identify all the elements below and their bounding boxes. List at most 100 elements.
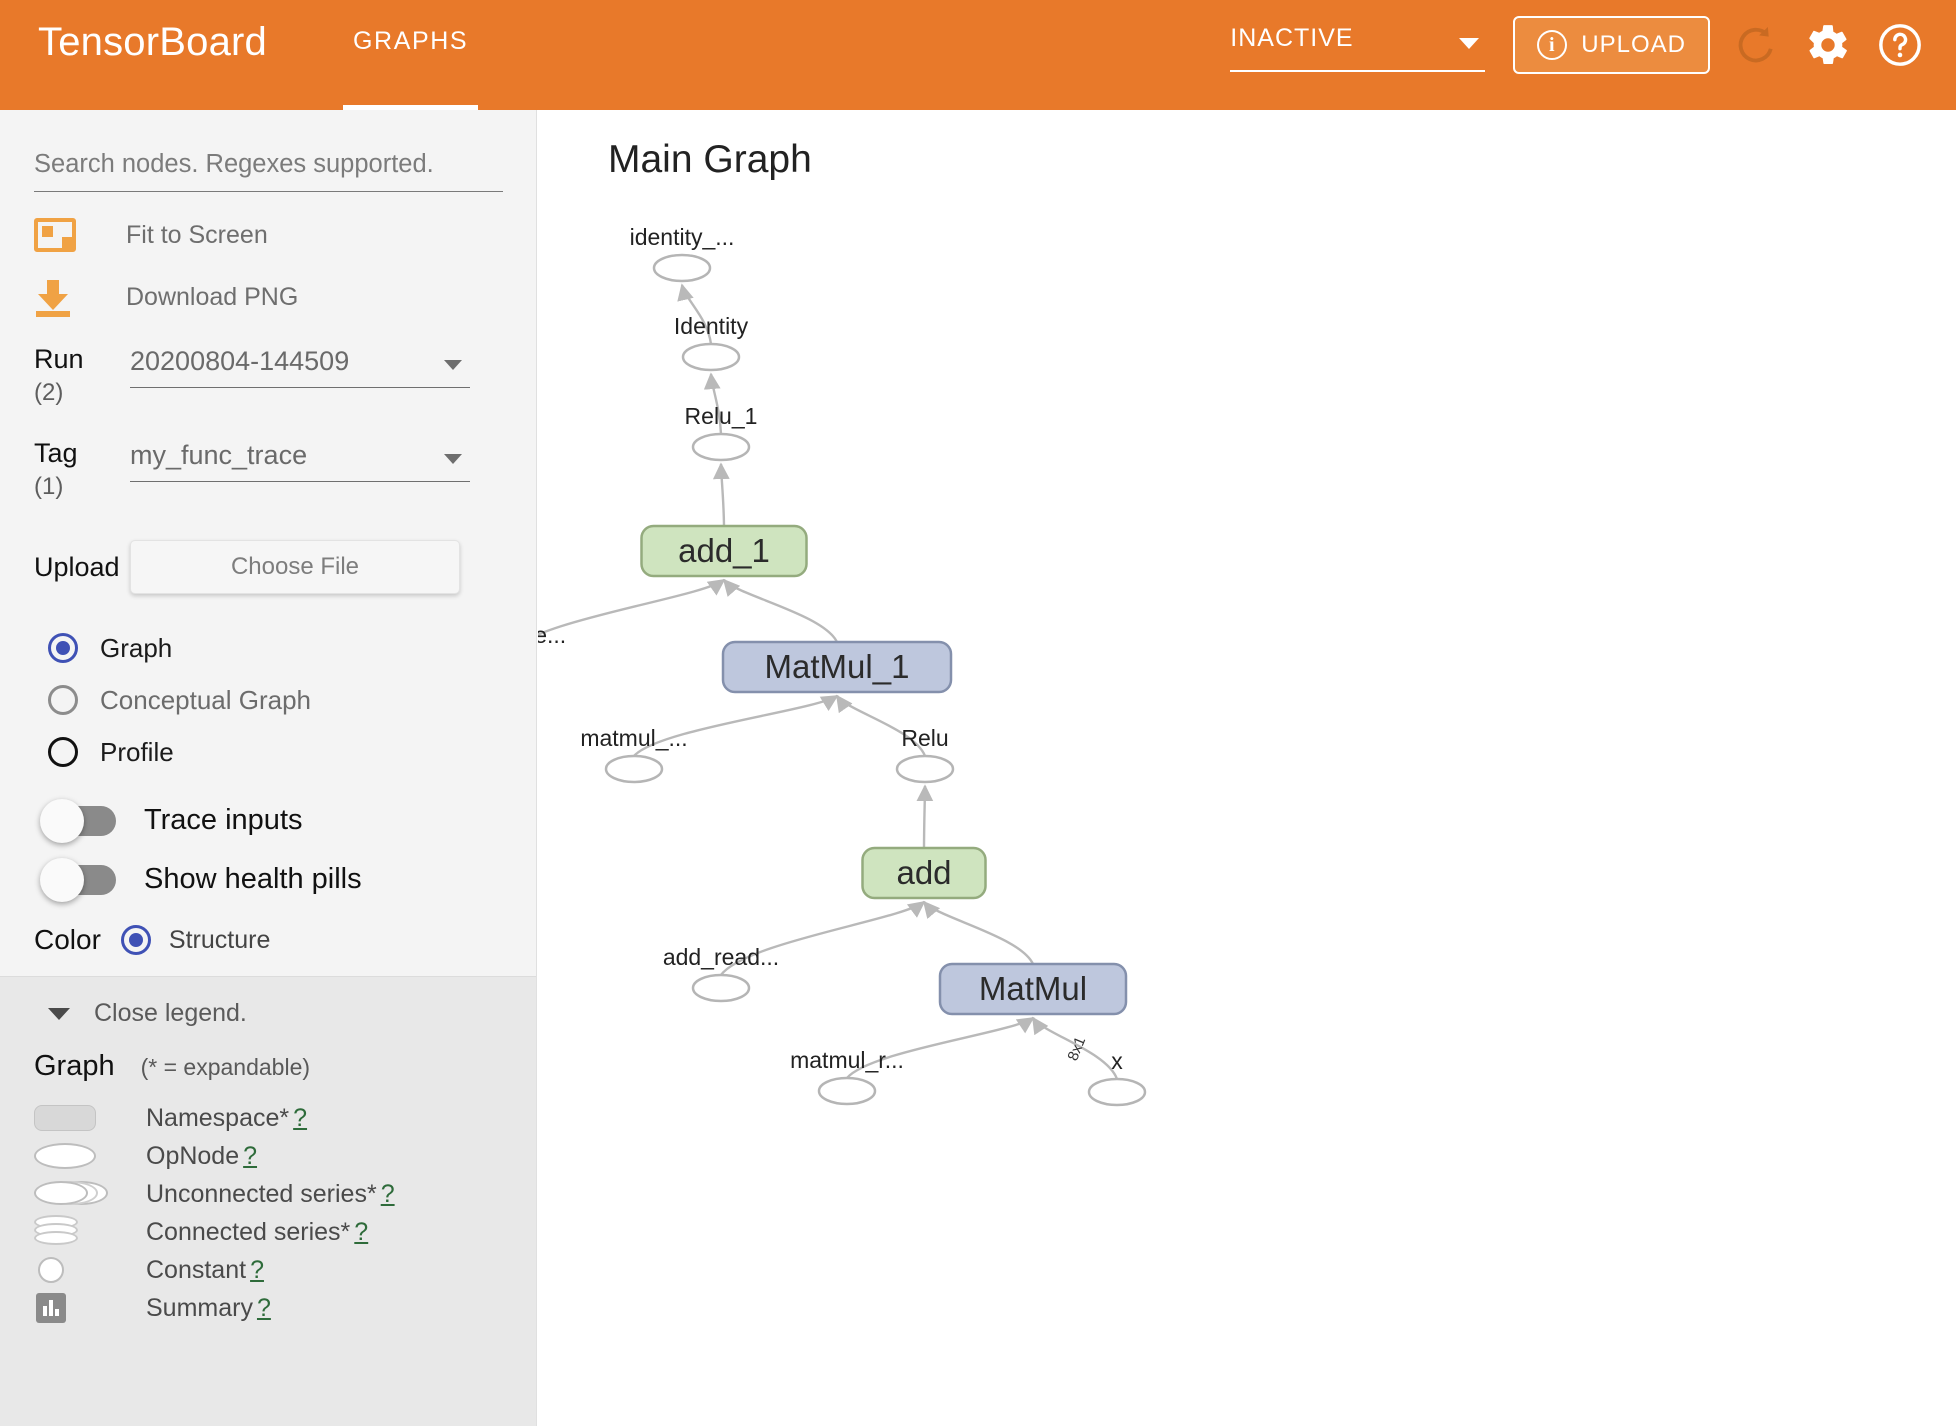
graph-edge <box>916 784 934 849</box>
graph-node[interactable]: add_1 <box>640 524 808 578</box>
node-label: Identity <box>674 313 749 339</box>
close-legend-label: Close legend. <box>94 999 247 1027</box>
legend-item-namespace: Namespace*? <box>34 1099 502 1137</box>
node-shape <box>817 1076 877 1106</box>
legend-label-opnode: OpNode <box>146 1141 240 1170</box>
legend-label-connected-series: Connected series* <box>146 1217 351 1246</box>
tag-count: (1) <box>34 473 64 500</box>
tab-active-indicator <box>343 105 479 110</box>
gear-icon[interactable] <box>1802 19 1854 71</box>
node-shape <box>681 342 741 372</box>
chevron-down-icon <box>1459 38 1480 49</box>
help-icon[interactable] <box>1874 19 1926 71</box>
node-label: matmul_r... <box>790 1047 904 1073</box>
constant-icon <box>34 1257 146 1283</box>
legend-header: Graph (* = expandable) <box>34 1050 502 1083</box>
node-shape <box>721 640 953 694</box>
info-icon: i <box>1537 30 1568 60</box>
graph-node[interactable]: add_read... <box>663 944 779 1003</box>
help-link-connected-series[interactable]: ? <box>354 1217 369 1246</box>
tag-label-group: Tag (1) <box>34 436 130 504</box>
chevron-down-icon <box>444 454 462 464</box>
chevron-down-icon <box>444 360 462 370</box>
upload-button-label: UPLOAD <box>1581 31 1686 58</box>
graph-node[interactable]: matmul_r... <box>790 1047 904 1106</box>
run-label: Run <box>34 344 84 374</box>
graph-edge <box>677 283 713 345</box>
graph-node[interactable]: Identity <box>674 313 749 372</box>
run-dropdown[interactable]: 20200804-144509 <box>130 346 470 388</box>
upload-button[interactable]: i UPLOAD <box>1513 16 1710 74</box>
help-link-unconnected-series[interactable]: ? <box>380 1179 395 1208</box>
node-label: Relu <box>901 725 948 751</box>
node-label: add_1_re... <box>538 622 566 648</box>
node-shape <box>640 524 808 578</box>
gear-glyph <box>1809 25 1847 64</box>
node-label: MatMul_1 <box>765 648 910 685</box>
radio-conceptual-graph-icon <box>48 685 78 715</box>
graph-node[interactable]: MatMul_1 <box>721 640 953 694</box>
choose-file-button[interactable]: Choose File <box>130 540 460 594</box>
search-input[interactable] <box>34 146 503 192</box>
tag-dropdown[interactable]: my_func_trace <box>130 440 470 482</box>
radio-option-graph[interactable]: Graph <box>34 622 502 674</box>
help-link-opnode[interactable]: ? <box>243 1141 258 1170</box>
graph-node[interactable]: identity_... <box>630 224 735 283</box>
status-dropdown[interactable]: INACTIVE <box>1230 24 1486 72</box>
header-right-controls: INACTIVE i UPLOAD <box>1230 0 1926 90</box>
graph-node[interactable]: add <box>861 846 987 900</box>
node-label: add_1 <box>678 532 770 569</box>
close-legend-button[interactable]: Close legend. <box>34 999 502 1028</box>
node-label: MatMul <box>979 970 1087 1007</box>
legend-item-connected-series: Connected series*? <box>34 1213 502 1251</box>
node-shape <box>895 754 955 784</box>
download-png-label: Download PNG <box>126 282 299 311</box>
graph-node[interactable]: matmul_... <box>580 725 688 784</box>
node-label: add_read... <box>663 944 779 970</box>
trace-inputs-label: Trace inputs <box>144 804 303 836</box>
graph-edge <box>846 1016 1035 1079</box>
trace-inputs-toggle[interactable]: Trace inputs <box>34 798 502 843</box>
tab-graphs[interactable]: GRAPHS <box>353 27 469 55</box>
graph-edge <box>703 372 723 435</box>
run-field: Run (2) 20200804-144509 <box>34 342 502 410</box>
graph-node[interactable]: MatMul <box>938 962 1128 1016</box>
graph-node[interactable]: Relu <box>895 725 955 784</box>
legend-item-constant: Constant? <box>34 1251 502 1289</box>
node-label: identity_... <box>630 224 735 250</box>
graph-node[interactable]: x <box>1087 1048 1147 1107</box>
graph-edge <box>922 900 1035 965</box>
page-title: Main Graph <box>608 138 812 181</box>
show-health-pills-toggle[interactable]: Show health pills <box>34 857 502 902</box>
node-label: x <box>1111 1048 1123 1074</box>
upload-label: Upload <box>34 551 120 582</box>
graph-node[interactable]: Relu_1 <box>685 403 758 462</box>
download-png-button[interactable]: Download PNG <box>34 278 502 317</box>
color-label: Color <box>34 924 101 955</box>
graph-edge <box>712 462 730 527</box>
help-glyph <box>1879 24 1921 66</box>
help-link-constant[interactable]: ? <box>250 1255 264 1284</box>
radio-option-profile[interactable]: Profile <box>34 726 502 778</box>
graph-edge <box>720 900 926 976</box>
run-count: (2) <box>34 379 64 406</box>
help-link-namespace[interactable]: ? <box>293 1103 308 1132</box>
graph-node[interactable]: add_1_re... <box>538 622 566 679</box>
run-dropdown-value: 20200804-144509 <box>130 346 350 376</box>
radio-option-conceptual-graph[interactable]: Conceptual Graph <box>34 674 502 726</box>
help-link-summary[interactable]: ? <box>256 1293 271 1322</box>
legend-label-constant: Constant <box>146 1255 247 1284</box>
reload-icon[interactable] <box>1730 19 1782 71</box>
show-health-pills-switch-icon <box>40 857 116 902</box>
fit-to-screen-button[interactable]: Fit to Screen <box>34 218 502 252</box>
reload-glyph <box>1738 26 1773 63</box>
node-shape <box>691 432 751 462</box>
run-label-group: Run (2) <box>34 342 130 410</box>
tag-dropdown-value: my_func_trace <box>130 440 308 470</box>
graph-type-radio-group: Graph Conceptual Graph Profile <box>34 622 502 778</box>
radio-structure-icon[interactable] <box>120 925 151 955</box>
app-brand: TensorBoard <box>38 20 267 64</box>
graph-edge <box>1032 1016 1119 1080</box>
